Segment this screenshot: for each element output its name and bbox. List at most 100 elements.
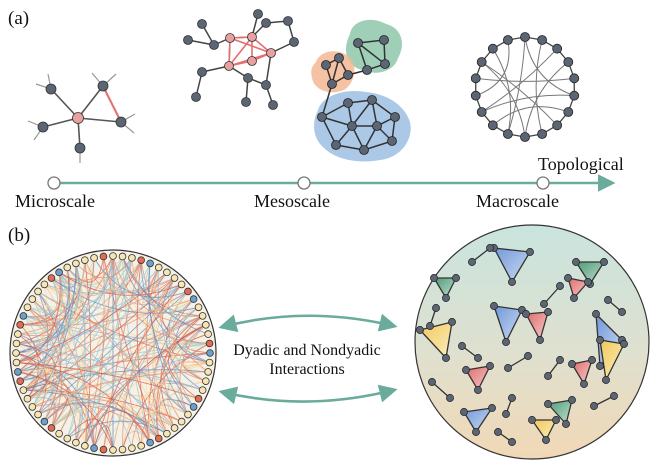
- simplex-node: [462, 366, 470, 374]
- dense-edge: [17, 306, 55, 337]
- simplex-node: [610, 392, 618, 400]
- dense-node: [206, 349, 214, 357]
- simplex-node: [572, 258, 580, 266]
- simplex-node: [468, 258, 476, 266]
- dense-node: [28, 295, 37, 303]
- ring-node: [569, 90, 580, 101]
- ring-chord: [475, 39, 510, 97]
- simplex-node: [544, 372, 552, 380]
- dense-node: [170, 274, 179, 282]
- ring-node: [476, 57, 487, 67]
- simplex-node: [472, 428, 480, 436]
- community-green: [346, 19, 402, 73]
- dense-node: [109, 446, 117, 454]
- ring-node: [487, 43, 498, 54]
- dense-node: [72, 259, 80, 268]
- dense-node: [177, 280, 186, 289]
- simplex-node: [540, 300, 548, 308]
- community-nodes: [317, 35, 400, 155]
- simplex-face: [547, 399, 573, 425]
- simplex-node: [580, 380, 588, 388]
- simplex-node: [428, 378, 436, 386]
- ring-chord: [492, 106, 569, 126]
- dense-node: [19, 312, 28, 320]
- dense-edge: [51, 277, 199, 314]
- dense-edge: [153, 267, 168, 285]
- simplex-edge: [431, 381, 451, 399]
- dense-edge: [17, 255, 114, 373]
- simplex-face: [599, 339, 625, 381]
- ring-chord: [507, 36, 526, 135]
- dense-node: [34, 287, 42, 296]
- dense-node: [184, 410, 192, 419]
- dense-node: [12, 339, 21, 348]
- dense-edge: [66, 267, 87, 446]
- axis-end-label: Topological: [538, 154, 624, 174]
- dense-edge: [122, 256, 209, 335]
- dense-edge: [32, 371, 209, 408]
- simplex-node: [544, 400, 552, 408]
- simplex-node: [430, 274, 438, 282]
- dense-edge: [75, 324, 207, 443]
- dense-edge: [172, 298, 210, 344]
- simplex-node: [448, 318, 456, 326]
- dense-node: [55, 429, 63, 438]
- dense-edge: [17, 368, 199, 400]
- dense-node: [118, 445, 127, 454]
- dense-edge: [16, 343, 86, 446]
- simplex-node: [486, 244, 494, 252]
- dense-edge: [37, 263, 81, 305]
- dense-edge: [145, 284, 182, 439]
- simplex-node: [562, 420, 570, 428]
- stop-label-macroscale: Macroscale: [476, 191, 559, 211]
- dense-node: [128, 254, 136, 262]
- simplex-node: [592, 310, 600, 318]
- simplex-node: [474, 354, 482, 362]
- simplex-face: [419, 321, 453, 359]
- ring-node: [520, 32, 530, 42]
- dense-node: [34, 410, 42, 419]
- ring-chord: [475, 77, 575, 82]
- stop-label-microscale: Microscale: [15, 191, 95, 211]
- simplicial-complex-icon: [414, 224, 650, 460]
- dense-node: [16, 321, 24, 329]
- ring-node: [520, 132, 530, 142]
- ring-chord: [481, 61, 558, 126]
- simplex-node: [526, 248, 534, 256]
- dense-edge: [176, 324, 207, 415]
- dense-node: [47, 424, 56, 432]
- dense-edge: [16, 272, 168, 363]
- dense-edge: [84, 409, 151, 446]
- dense-edge: [31, 298, 55, 422]
- dense-edge: [19, 267, 70, 382]
- simplex-node: [564, 274, 572, 282]
- dense-node: [205, 339, 214, 348]
- simplex-node: [508, 394, 516, 402]
- dense-edge: [16, 362, 199, 400]
- dense-node: [109, 252, 117, 260]
- dense-node: [198, 386, 207, 394]
- simplex-node: [474, 386, 482, 394]
- simplex-node: [522, 310, 530, 318]
- dense-edge: [51, 404, 175, 429]
- dense-edge: [122, 256, 151, 443]
- simplex-node: [524, 352, 532, 360]
- dense-node: [14, 330, 22, 338]
- dense-edge: [17, 371, 114, 451]
- scale-axis: [47, 174, 616, 192]
- dense-edge: [17, 333, 47, 415]
- dense-node: [204, 330, 212, 338]
- dense-node: [177, 417, 186, 426]
- dense-node: [189, 295, 198, 303]
- simplex-node: [618, 308, 626, 316]
- dense-edge: [149, 267, 168, 292]
- simplex-node: [490, 302, 498, 310]
- ring-node: [552, 43, 563, 54]
- ring-node: [563, 57, 574, 67]
- dense-edge: [179, 324, 207, 415]
- microscale-nodes: [37, 80, 127, 154]
- dense-node: [16, 377, 24, 385]
- dense-node: [63, 263, 72, 272]
- simplex-node: [536, 336, 544, 344]
